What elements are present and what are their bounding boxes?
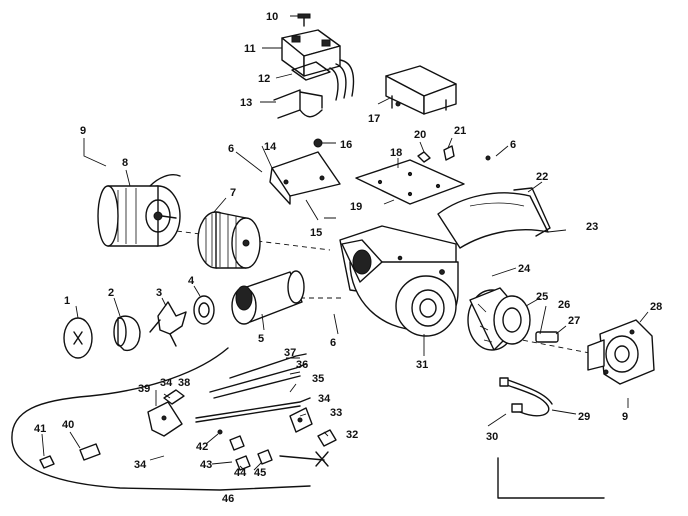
- part-36-electrode: [209, 363, 307, 399]
- part-10-screw: [297, 13, 311, 27]
- callout-11: 11: [244, 43, 256, 55]
- callout-41: 41: [34, 423, 46, 435]
- part-20-bushing: [417, 151, 431, 163]
- part-28-fuel-pump: [587, 319, 655, 385]
- part-16-nut: [313, 138, 323, 148]
- callout-39: 39: [138, 383, 150, 395]
- callout-9a: 9: [80, 125, 86, 137]
- part-41-fitting: [39, 455, 55, 469]
- callout-8: 8: [122, 157, 128, 169]
- callout-6c: 6: [330, 337, 336, 349]
- part-29-oil-line: [499, 377, 553, 417]
- callout-46: 46: [222, 493, 234, 505]
- part-31-burner-housing: [339, 225, 459, 337]
- callout-16: 16: [340, 139, 352, 151]
- part-12-gasket: [291, 61, 331, 81]
- callout-37: 37: [284, 347, 296, 359]
- part-33-bracket: [289, 407, 313, 433]
- part-27-coupling: [535, 331, 559, 343]
- part-2-head: [113, 315, 141, 352]
- callout-27: 27: [568, 315, 580, 327]
- callout-38: 38: [178, 377, 190, 389]
- part-32-nozzle: [317, 429, 337, 447]
- part-7-blower-wheel: [197, 211, 261, 269]
- callout-18: 18: [390, 147, 402, 159]
- callout-19: 19: [350, 201, 362, 213]
- callout-5: 5: [258, 333, 264, 345]
- part-35-nozzle-line: [195, 397, 311, 423]
- callout-20: 20: [414, 129, 426, 141]
- part-17-primary-control: [385, 65, 457, 115]
- callout-4: 4: [188, 275, 195, 287]
- part-11-ignition-transformer: [281, 29, 355, 101]
- callout-44: 44: [234, 467, 247, 479]
- callout-26: 26: [558, 299, 570, 311]
- callout-43: 43: [200, 459, 212, 471]
- part-1-retainer: [63, 317, 93, 359]
- callout-2: 2: [108, 287, 114, 299]
- callout-42: 42: [196, 441, 208, 453]
- part-5-air-cylinder: [231, 270, 305, 325]
- callout-14: 14: [264, 141, 277, 153]
- part-14-mounting-plate: [269, 151, 341, 205]
- callout-30: 30: [486, 431, 498, 443]
- reference-mark: [497, 457, 605, 499]
- callout-17: 17: [368, 113, 380, 125]
- callout-24: 24: [518, 263, 531, 275]
- callout-7: 7: [230, 187, 236, 199]
- callout-45: 45: [254, 467, 266, 479]
- callout-21: 21: [454, 125, 466, 137]
- callout-29: 29: [578, 411, 590, 423]
- callout-6a: 6: [510, 139, 516, 151]
- callout-25: 25: [536, 291, 548, 303]
- part-21-clip: [443, 145, 491, 161]
- callout-9b: 9: [622, 411, 628, 423]
- callout-31: 31: [416, 359, 428, 371]
- part-22-air-tube: [437, 187, 551, 249]
- part-13-bracket: [273, 89, 323, 119]
- part-39-electrode-holder: [147, 401, 183, 437]
- callout-10: 10: [266, 11, 278, 23]
- callout-34a: 34: [160, 377, 173, 389]
- callout-6b: 6: [228, 143, 234, 155]
- callout-34b: 34: [318, 393, 331, 405]
- callout-15: 15: [310, 227, 322, 239]
- callout-36: 36: [296, 359, 308, 371]
- callout-22: 22: [536, 171, 548, 183]
- callout-13: 13: [240, 97, 252, 109]
- callout-12: 12: [258, 73, 270, 85]
- callout-33: 33: [330, 407, 342, 419]
- part-25-end-cone: [467, 287, 531, 351]
- part-38-clamp: [163, 389, 185, 405]
- callout-40: 40: [62, 419, 74, 431]
- callout-28: 28: [650, 301, 662, 313]
- leader-lines: [41, 15, 649, 471]
- part-42-43-44-45-hardware: [217, 429, 329, 471]
- part-37-electrode: [229, 353, 307, 379]
- callout-32: 32: [346, 429, 358, 441]
- part-40-adapter: [79, 443, 101, 461]
- part-8-motor: [97, 174, 181, 247]
- callout-35: 35: [312, 373, 324, 385]
- part-3-swirl-vane: [149, 301, 187, 347]
- part-46-assembly-bracket-line: [11, 347, 311, 491]
- callout-3: 3: [156, 287, 162, 299]
- callout-1: 1: [64, 295, 70, 307]
- callout-23: 23: [586, 221, 598, 233]
- part-4-gasket-ring: [193, 295, 215, 325]
- part-18-cover-plate: [355, 159, 465, 205]
- callout-34c: 34: [134, 459, 147, 471]
